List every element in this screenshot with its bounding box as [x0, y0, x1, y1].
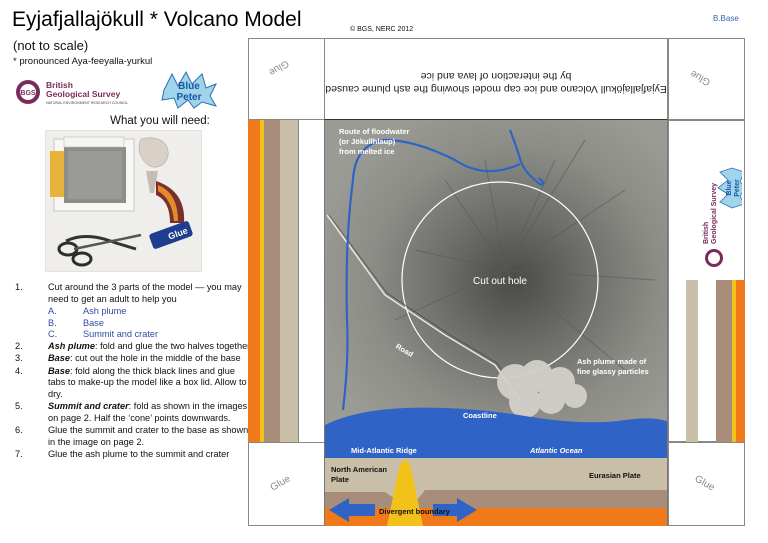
- side-bp-line2: Peter: [734, 179, 741, 197]
- blue-peter-line1: Blue: [178, 81, 200, 92]
- step-text: : cut out the hole in the middle of the …: [69, 353, 241, 363]
- ocean-label: Atlantic Ocean: [529, 446, 583, 455]
- ash-label-2: fine glassy particles: [577, 367, 649, 376]
- sheet-id: B.Base: [713, 14, 739, 23]
- side-bgs-line1: British: [703, 222, 710, 244]
- step-text: Glue the ash plume to the summit and cra…: [48, 449, 230, 459]
- coastline-label: Coastline: [463, 411, 497, 420]
- part-a: A. Ash plume: [13, 306, 253, 318]
- step-text: Cut around the 3 parts of the model — yo…: [48, 282, 242, 304]
- step-7: 7. Glue the ash plume to the summit and …: [13, 449, 253, 461]
- page-title: Eyjafjallajökull * Volcano Model: [12, 8, 302, 31]
- floodwater-label-3: from melted ice: [339, 147, 394, 156]
- side-stripe-brown: [264, 120, 280, 442]
- ash-label-1: Ash plume made of: [577, 357, 647, 366]
- step-number: 4.: [15, 365, 23, 376]
- plate-left-label-2: Plate: [331, 475, 349, 484]
- side-stripe-tan: [686, 280, 698, 442]
- step-text: : fold as shown in the images on page 2.…: [48, 401, 248, 423]
- side-stripe-yellow: [260, 120, 264, 442]
- step-text: Glue the summit and crater to the base a…: [48, 425, 249, 447]
- step-6: 6. Glue the summit and crater to the bas…: [13, 425, 253, 448]
- floodwater-route: [341, 129, 545, 411]
- page-subtitle: (not to scale): [13, 38, 89, 53]
- step-4: 4. Base: fold along the thick black line…: [13, 366, 253, 401]
- step-number: 3.: [15, 353, 23, 363]
- step-keyword: Ash plume: [48, 340, 95, 351]
- magma-chamber: [387, 460, 423, 526]
- plate-left-label-1: North American: [331, 465, 387, 474]
- step-keyword: Base: [48, 353, 70, 363]
- step-keyword: Base: [48, 365, 70, 376]
- step-number: 6.: [15, 425, 23, 435]
- step-5: 5. Summit and crater: fold as shown in t…: [13, 401, 253, 424]
- glue-tab-top-right: [668, 38, 745, 120]
- floodwater-label-1: Route of floodwater: [339, 127, 409, 136]
- bgs-tagline: NATURAL ENVIRONMENT RESEARCH COUNCIL: [46, 101, 128, 105]
- plate-cross-section: Mid-Atlantic Ridge Atlantic Ocean North …: [324, 442, 668, 526]
- glue-tab-top-left: [248, 38, 325, 120]
- step-number: 5.: [15, 401, 23, 411]
- ocean-area: [325, 407, 667, 442]
- blue-peter-line2: Peter: [176, 92, 201, 103]
- step-number: 1.: [15, 282, 23, 292]
- part-b: B. Base: [13, 318, 253, 330]
- part-c: C. Summit and crater: [13, 329, 253, 341]
- arrow-left-icon: [329, 498, 375, 522]
- glue-tab-bottom-right: [668, 442, 745, 526]
- instructions-list: 1. Cut around the 3 parts of the model —…: [13, 282, 253, 462]
- part-label: Base: [83, 317, 104, 328]
- glue-tab-bottom-left: [248, 442, 325, 526]
- plate-right-label: Eurasian Plate: [589, 471, 641, 480]
- side-bgs-line2: Geological Survey: [711, 183, 718, 244]
- step-1: 1. Cut around the 3 parts of the model —…: [13, 282, 253, 305]
- boundary-label: Divergent boundary: [379, 507, 451, 516]
- side-logos: British Geological Survey Blue Peter: [672, 140, 747, 270]
- bgs-badge-text: BGS: [20, 90, 36, 97]
- ridge-label: Mid-Atlantic Ridge: [351, 446, 417, 455]
- step-keyword: Summit and crater: [48, 401, 129, 411]
- part-letter: A.: [48, 306, 57, 316]
- bgs-name-line1: British: [46, 80, 73, 90]
- top-side-panel: [324, 38, 668, 120]
- step-number: 7.: [15, 449, 23, 459]
- pronunciation-note: * pronounced Aya-feeyalla-yurkul: [13, 56, 153, 67]
- step-number: 2.: [15, 340, 23, 351]
- part-letter: B.: [48, 317, 57, 328]
- step-text: : fold and glue the two halves together: [94, 340, 251, 351]
- side-stripe-yellow: [732, 280, 736, 442]
- ash-plume-cloud: [497, 360, 587, 418]
- volcano-map: Cut out hole Road Route of floodwater (o…: [324, 120, 668, 442]
- part-label: Ash plume: [83, 306, 127, 316]
- blue-peter-logo: Blue Peter: [158, 70, 220, 110]
- floodwater-label-2: (or Jökullhlaup): [339, 137, 396, 146]
- side-stripe-tan: [280, 120, 298, 442]
- side-stripe-brown: [716, 280, 732, 442]
- side-stripe-white: [298, 120, 324, 442]
- side-stripe-orange: [248, 120, 260, 442]
- step-3: 3. Base: cut out the hole in the middle …: [13, 353, 253, 365]
- step-2: 2. Ash plume: fold and glue the two halv…: [13, 341, 253, 353]
- needs-heading: What you will need:: [110, 115, 210, 127]
- step-text: : fold along the thick black lines and g…: [48, 365, 247, 399]
- cut-out-hole-label: Cut out hole: [473, 276, 527, 287]
- bgs-logo: BGS British Geological Survey NATURAL EN…: [14, 76, 154, 108]
- side-stripe-orange: [736, 280, 745, 442]
- top-panel-caption: Eyjafjallajökull Volcano and ice cap mod…: [325, 70, 667, 95]
- materials-photo: Glue: [45, 130, 202, 272]
- part-letter: C.: [48, 329, 58, 339]
- part-label: Summit and crater: [83, 329, 159, 339]
- copyright-notice: © BGS, NERC 2012: [350, 26, 414, 33]
- arrow-right-icon: [433, 498, 477, 522]
- side-bp-line1: Blue: [726, 180, 733, 195]
- bgs-name-line2: Geological Survey: [46, 89, 120, 99]
